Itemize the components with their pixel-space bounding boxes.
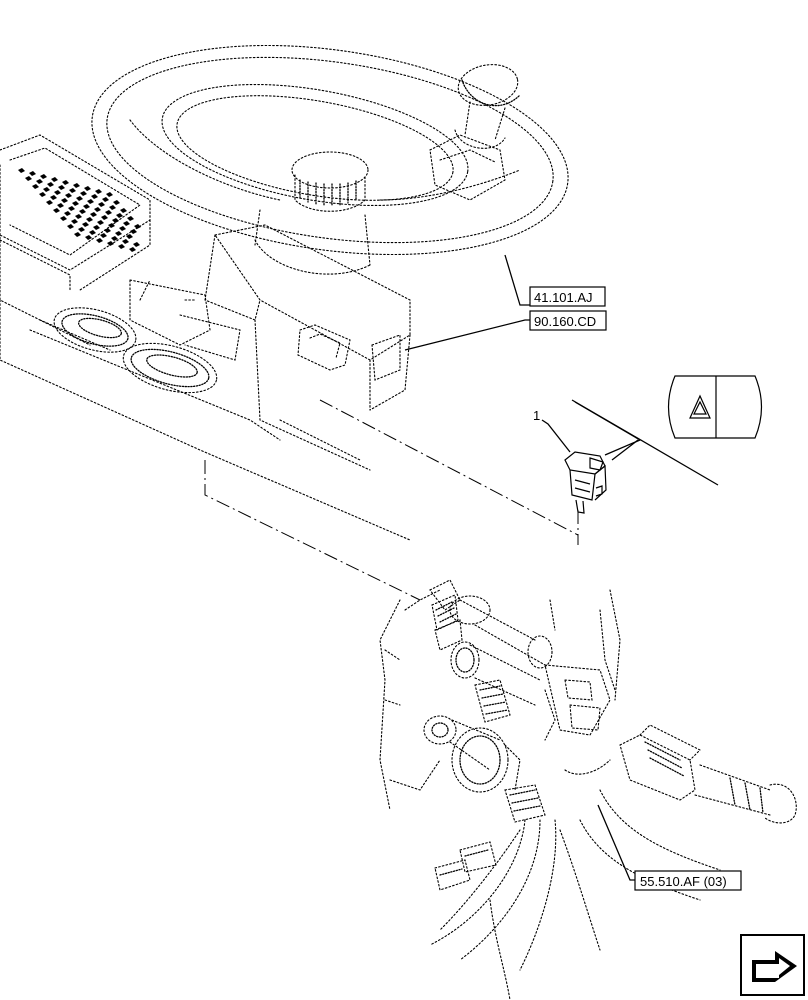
- hazard-switch-part: [564, 451, 607, 514]
- steering-column-assembly: [379, 579, 797, 1000]
- reference-label-dashboard[interactable]: 90.160.CD: [529, 310, 607, 331]
- dashboard-console: [0, 224, 411, 541]
- item-leader-lines: [541, 399, 719, 486]
- hazard-triangle-icon: [689, 394, 711, 419]
- hazard-symbol-panel: [667, 375, 763, 439]
- reference-label-steering-column[interactable]: 41.101.AJ: [529, 286, 606, 307]
- assembly-lines: [204, 399, 579, 601]
- gear-shift-knob: [429, 64, 521, 201]
- steering-wheel: [91, 44, 569, 275]
- dashboard-dials: [53, 307, 218, 394]
- reference-text-harness: 55.510.AF (03): [640, 874, 727, 889]
- reference-leaders: [404, 254, 635, 881]
- pedal-grip-texture: [18, 168, 141, 252]
- next-page-arrow-icon[interactable]: [740, 934, 805, 996]
- pedal-assembly: [0, 134, 151, 346]
- reference-text-dashboard: 90.160.CD: [534, 314, 596, 329]
- reference-text-steering-column: 41.101.AJ: [534, 290, 593, 305]
- item-number-1: 1: [533, 408, 540, 423]
- reference-label-harness[interactable]: 55.510.AF (03): [634, 870, 742, 891]
